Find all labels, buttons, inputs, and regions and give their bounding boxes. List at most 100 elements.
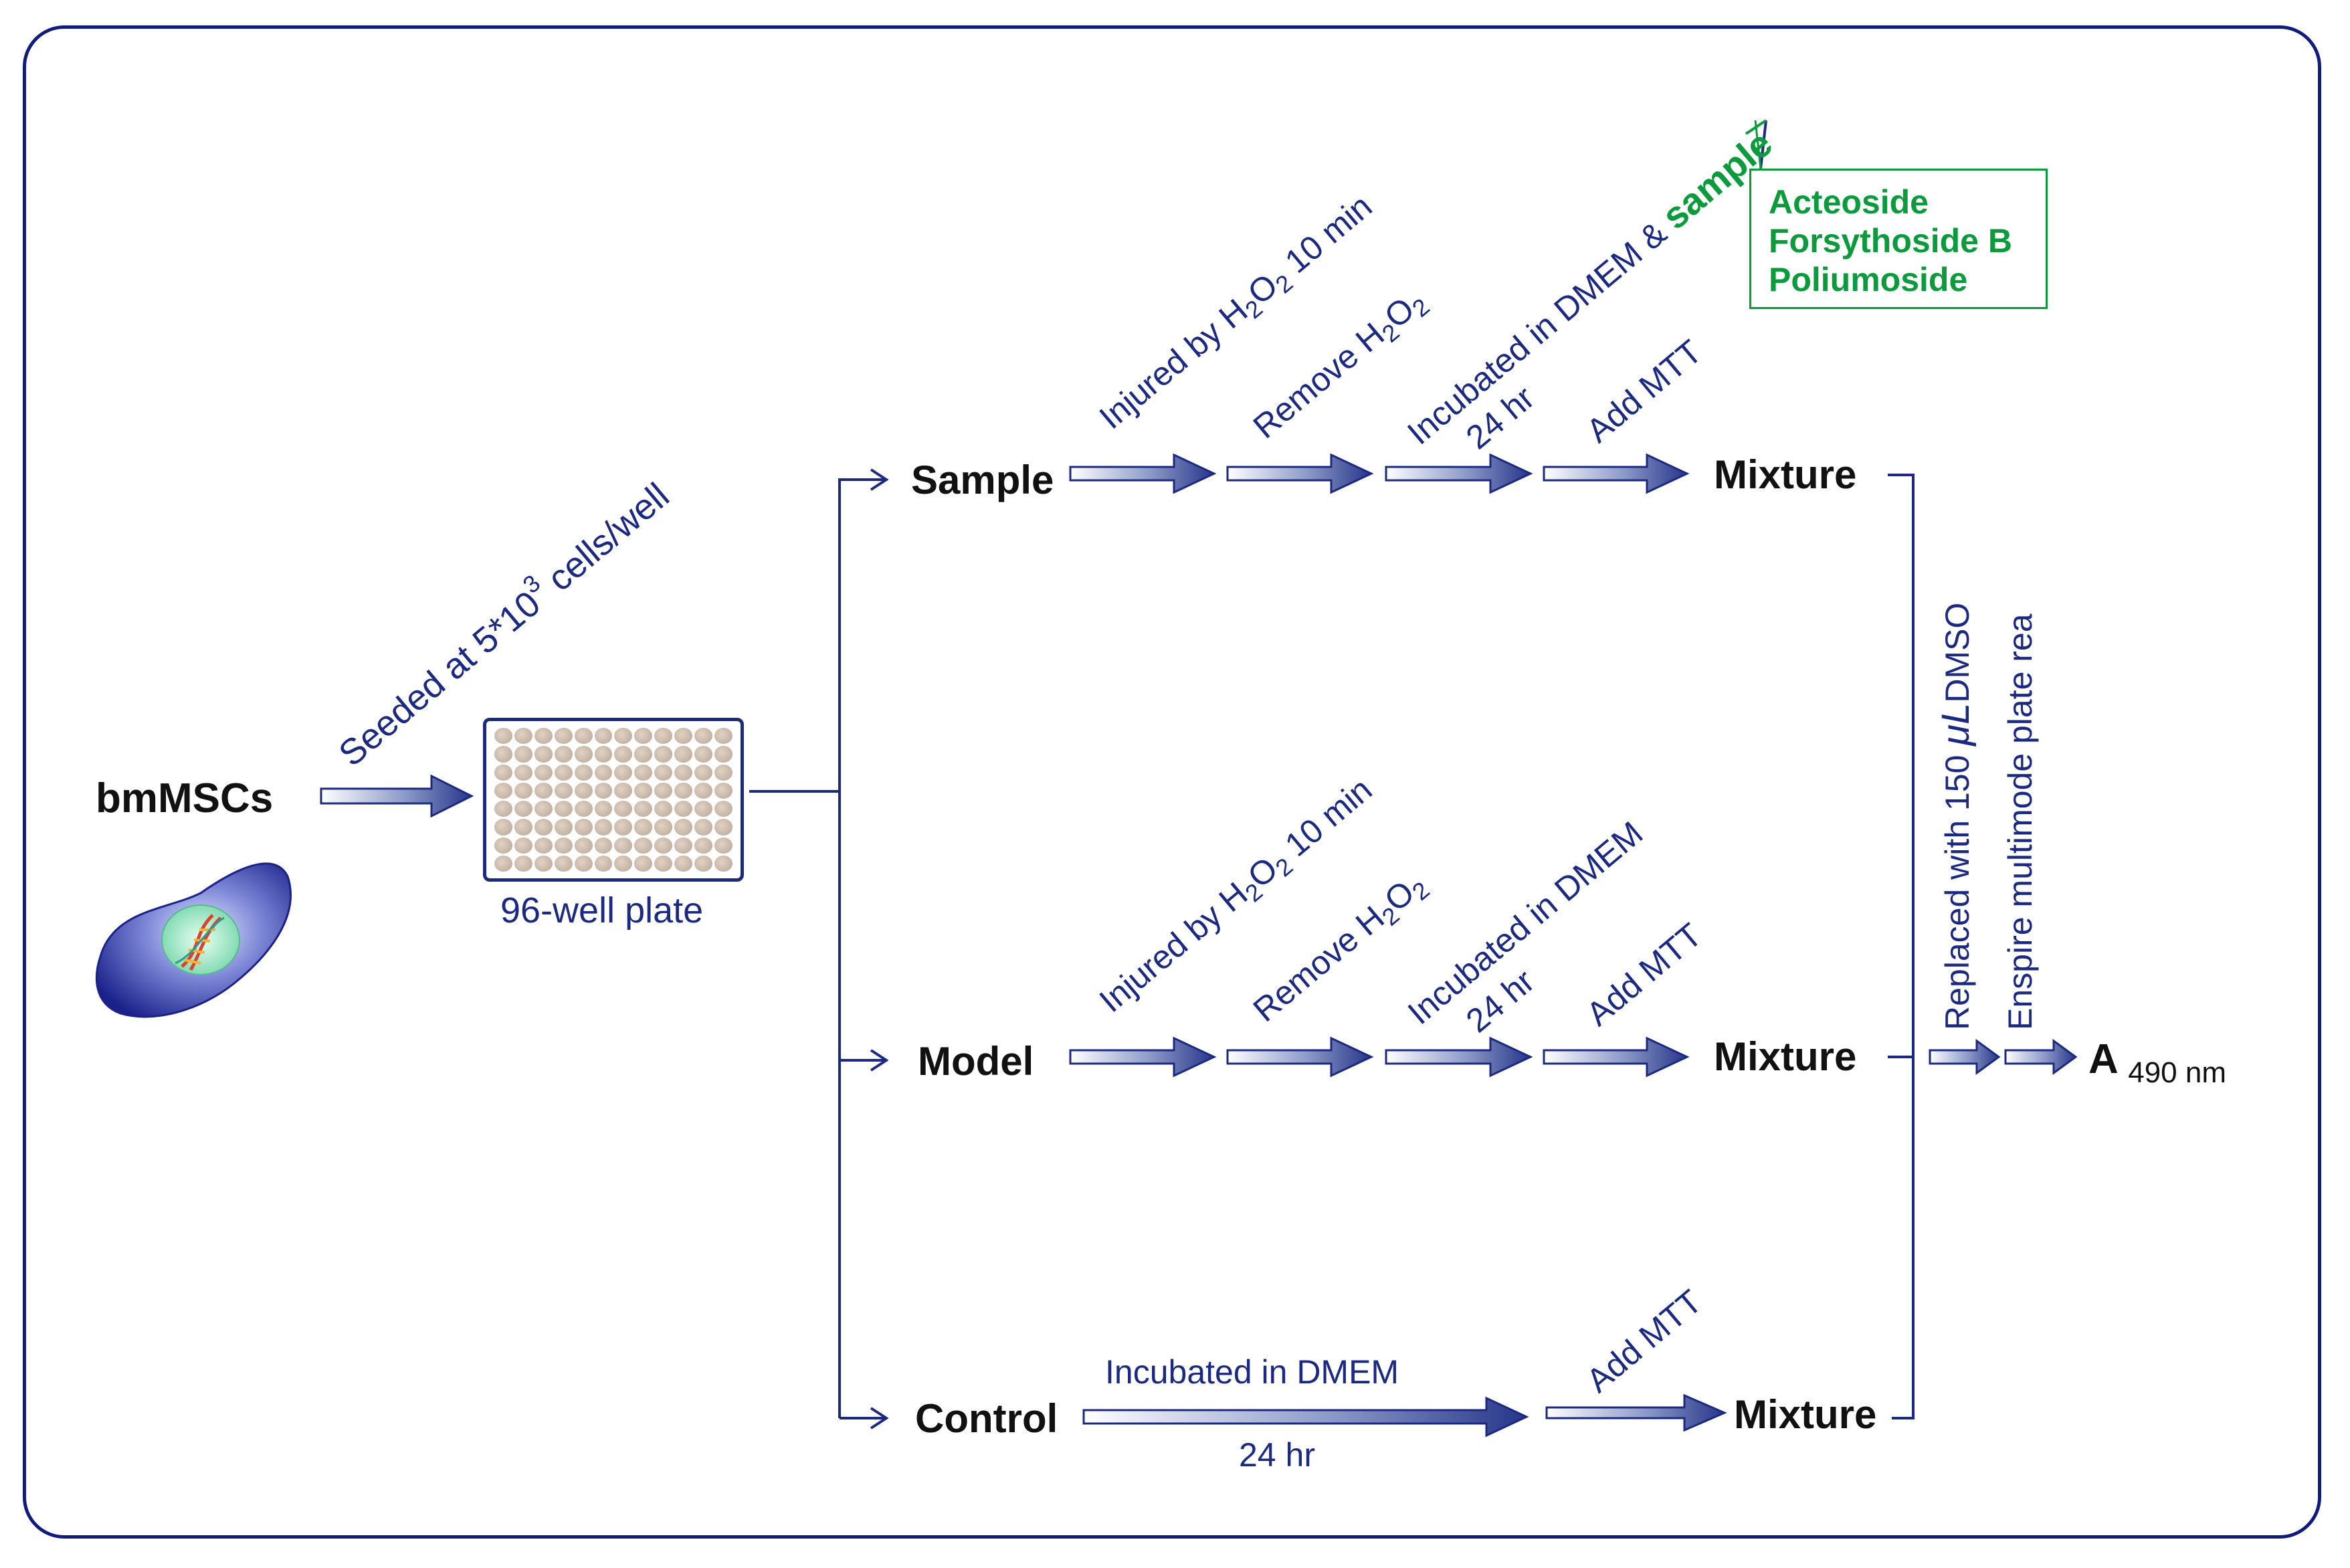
plate-well: [674, 746, 693, 763]
plate-well: [554, 746, 573, 763]
plate-well: [554, 728, 573, 745]
final-arrow-1: [1929, 1039, 2001, 1075]
seed-arrow: [320, 774, 474, 818]
plate-well: [554, 837, 573, 854]
plate-well: [514, 819, 532, 836]
sample-result: Mixture: [1714, 452, 1857, 497]
plate-well: [694, 764, 713, 781]
plate-well: [574, 764, 593, 781]
model-arrowhead: [870, 1049, 889, 1072]
plate-well: [514, 782, 532, 799]
sample-arrow-3: [1385, 453, 1533, 494]
plate-well: [614, 855, 633, 872]
plate-well: [574, 837, 593, 854]
plate-well: [714, 782, 732, 799]
plate-well: [594, 764, 613, 781]
model-branch-label: Model: [918, 1039, 1034, 1084]
plate-well: [654, 746, 673, 763]
plate-well: [574, 728, 593, 745]
plate-well: [654, 819, 673, 836]
plate-well: [494, 746, 512, 763]
model-arrow-4: [1543, 1036, 1690, 1078]
plate-well: [634, 746, 653, 763]
samples-note-box: Acteoside Forsythoside B Poliumoside: [1749, 169, 2048, 309]
branch-lines: [749, 119, 1915, 1430]
plate-well: [654, 764, 673, 781]
plate-well: [674, 728, 693, 745]
plate-reader-label: Enspire multimode plate rea: [2001, 613, 2039, 1030]
replace-dmso-label: Replaced with 150 μLDMSO: [1934, 602, 1977, 1030]
plate-well: [714, 764, 732, 781]
plate-well: [634, 855, 653, 872]
sample-compound-1: Acteoside: [1769, 183, 1929, 221]
model-arrow-2: [1226, 1036, 1374, 1078]
plate-well: [674, 782, 693, 799]
plate-well: [674, 819, 693, 836]
plate-well: [554, 764, 573, 781]
plate-well: [494, 819, 512, 836]
plate-well: [594, 855, 613, 872]
merge-bracket-line: [1888, 474, 1915, 1419]
plate-well: [554, 855, 573, 872]
plate-well: [694, 782, 713, 799]
source-label: bmMSCs: [96, 775, 274, 821]
plate-well: [654, 801, 673, 817]
plate-well: [534, 819, 553, 836]
plate-well: [654, 728, 673, 745]
plate-well: [574, 746, 593, 763]
plate-well: [514, 746, 532, 763]
plate-well: [694, 855, 713, 872]
sample-arrowhead: [870, 468, 889, 491]
plate-well: [674, 801, 693, 817]
cell-icon: [96, 862, 292, 1018]
plate-well: [494, 801, 512, 817]
plate-well: [494, 782, 512, 799]
control-incubate-time: 24 hr: [1239, 1436, 1315, 1474]
plate-well: [574, 782, 593, 799]
plate-well: [514, 728, 532, 745]
plate-well: [494, 837, 512, 854]
plate-well: [694, 819, 713, 836]
plate-well: [494, 855, 512, 872]
plate-well: [514, 855, 532, 872]
plate-well: [614, 746, 633, 763]
plate-well: [674, 837, 693, 854]
plate-well: [714, 837, 732, 854]
plate-well: [534, 764, 553, 781]
plate-well: [534, 855, 553, 872]
plate-well: [614, 819, 633, 836]
control-arrowhead: [870, 1407, 889, 1430]
plate-well: [714, 801, 732, 817]
absorbance-readout: A 490 nm: [2088, 1036, 2226, 1089]
sample-compound-3: Poliumoside: [1769, 261, 1968, 298]
plate-well: [554, 801, 573, 817]
plate-well: [574, 819, 593, 836]
final-arrow-2: [2004, 1039, 2078, 1075]
model-arrow-3: [1385, 1036, 1533, 1078]
plate-caption: 96-well plate: [500, 890, 704, 930]
plate-well: [614, 782, 633, 799]
plate-well: [714, 855, 732, 872]
plate-well: [534, 746, 553, 763]
plate-well: [554, 819, 573, 836]
plate-well: [494, 728, 512, 745]
plate-well: [614, 728, 633, 745]
note-callout-pointer: [1754, 120, 1762, 169]
plate-well: [634, 837, 653, 854]
sample-arrow-1: [1069, 453, 1217, 494]
plate-well: [714, 746, 732, 763]
plate-well: [594, 782, 613, 799]
plate-well: [534, 837, 553, 854]
plate-well: [634, 764, 653, 781]
control-arrow-2: [1545, 1393, 1727, 1432]
plate-well: [534, 782, 553, 799]
plate-well: [654, 782, 673, 799]
control-branch-label: Control: [915, 1396, 1058, 1441]
plate-well: [514, 837, 532, 854]
plate-well: [694, 746, 713, 763]
plate-well: [534, 801, 553, 817]
control-arrow-1: [1082, 1396, 1529, 1438]
sample-compound-2: Forsythoside B: [1769, 222, 2012, 260]
plate-well: [534, 728, 553, 745]
